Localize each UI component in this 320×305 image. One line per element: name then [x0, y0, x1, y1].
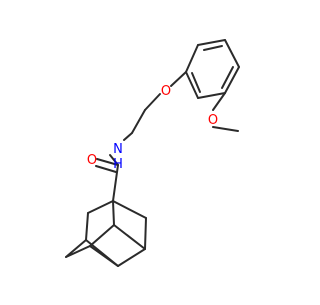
bond-ch2-ch2 — [131, 109, 146, 134]
bond-ring-3 — [224, 39, 240, 68]
bond-methoxy-ch3 — [212, 126, 239, 132]
bond-adam-3 — [112, 200, 115, 226]
ether-oxygen-label: O — [161, 84, 171, 99]
bond-n-carbonyl — [109, 154, 119, 166]
bond-adam-11 — [65, 245, 91, 258]
bond-adam-4 — [85, 212, 89, 241]
bond-adam-10 — [113, 224, 146, 250]
structure-canvas: O O N H O — [65, 39, 240, 267]
carbonyl-oxygen-label: O — [87, 153, 97, 168]
bond-adam-6 — [89, 224, 115, 247]
bonds — [65, 39, 240, 267]
bond-ring-4 — [224, 66, 240, 94]
bond-adam-12 — [89, 245, 119, 267]
bond-ring-2 — [197, 39, 226, 46]
bond-adam-7 — [65, 239, 87, 258]
bond-ring-methoxy-o — [212, 92, 226, 111]
bond-ring-inner-3 — [191, 72, 201, 93]
molecule-structure: O O N H O — [65, 39, 240, 267]
bond-ring-1 — [185, 44, 199, 73]
bond-ring-6 — [185, 71, 199, 99]
methoxy-oxygen-label: O — [208, 113, 218, 128]
bond-adam-9 — [117, 248, 146, 267]
amide-hydrogen-label: H — [113, 157, 123, 172]
amide-nitrogen-label: N — [113, 142, 123, 157]
bond-adam-1 — [87, 200, 114, 214]
bond-ring-inner-2 — [221, 66, 234, 89]
bond-ether-ch2 — [144, 93, 161, 111]
bond-carbonyl-o-1 — [96, 158, 119, 166]
bond-ch2-n — [123, 132, 133, 141]
bond-ring-ether — [170, 71, 187, 87]
bond-adam-5 — [144, 217, 147, 250]
bond-ring-5 — [197, 92, 226, 99]
bond-adam-2 — [112, 200, 147, 219]
bond-carbonyl-adamantane — [112, 164, 119, 202]
bond-carbonyl-o-2 — [95, 165, 117, 173]
bond-ring-inner-1 — [203, 45, 223, 51]
